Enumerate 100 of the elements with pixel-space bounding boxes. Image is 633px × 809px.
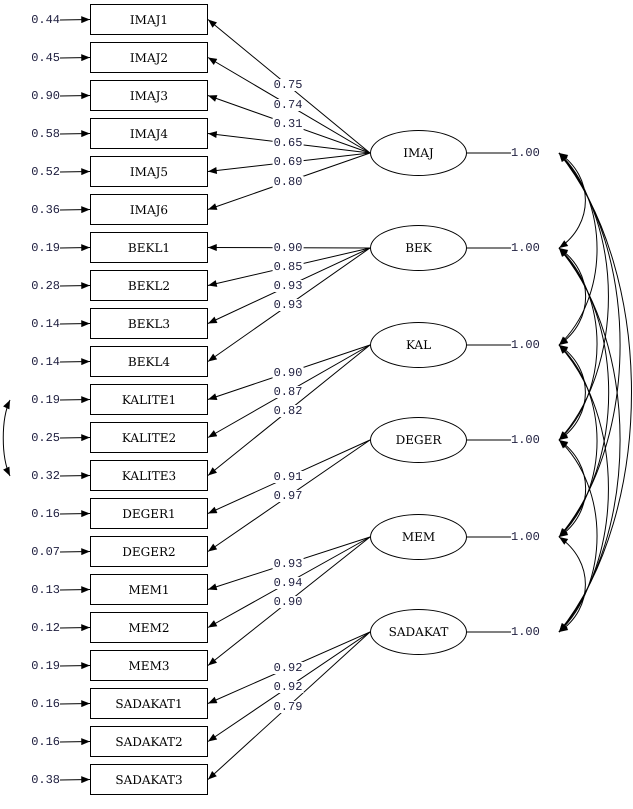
indicator-box: MEM1 (90, 574, 208, 605)
arrow (60, 244, 90, 252)
variance-value: 1.00 (511, 529, 557, 545)
latent-variable-ellipse: DEGER (370, 417, 467, 463)
error-variance-value: 0.19 (12, 658, 60, 674)
indicator-box: MEM2 (90, 612, 208, 643)
arrow (208, 19, 370, 154)
covariance-arrow (558, 344, 609, 632)
edge-label: 0.94 (272, 576, 304, 589)
latent-variable-ellipse: BEK (370, 225, 467, 271)
arrow (60, 168, 90, 176)
error-variance-value: 0.14 (12, 354, 60, 370)
covariance-arrow (558, 248, 586, 346)
covariance-arrow (558, 152, 586, 248)
error-variance-value: 0.16 (12, 506, 60, 522)
latent-variable-ellipse: SADAKAT (370, 609, 467, 655)
latent-variable-ellipse: IMAJ (370, 130, 467, 176)
edge-label: 0.87 (272, 386, 304, 398)
arrow (60, 54, 90, 62)
indicator-box: IMAJ6 (90, 194, 208, 225)
edge-label: 0.93 (272, 299, 304, 312)
indicator-box: KALITE1 (90, 384, 208, 415)
arrow (60, 206, 90, 214)
covariance-arrow (558, 248, 598, 440)
arrow (60, 396, 90, 404)
indicator-box: IMAJ3 (90, 80, 208, 111)
error-variance-value: 0.19 (12, 240, 60, 256)
error-variance-value: 0.32 (12, 468, 60, 484)
variance-value: 1.00 (511, 145, 557, 161)
arrow (208, 632, 370, 742)
error-variance-value: 0.13 (12, 582, 60, 598)
covariance-arrow (558, 152, 609, 440)
arrow (60, 130, 90, 138)
covariance-arrow (558, 248, 610, 538)
error-variance-value: 0.90 (12, 88, 60, 104)
indicator-box: SADAKAT2 (90, 726, 208, 757)
error-variance-value: 0.25 (12, 430, 60, 446)
covariance-arrow (558, 152, 621, 538)
indicator-box: BEKL2 (90, 270, 208, 301)
edge-label: 0.90 (272, 596, 304, 608)
edge-label: 0.69 (272, 156, 304, 168)
indicator-box: DEGER1 (90, 498, 208, 529)
arrow (208, 57, 370, 154)
latent-variable-ellipse: KAL (370, 322, 467, 368)
indicator-box: SADAKAT3 (90, 764, 208, 795)
indicator-box: IMAJ5 (90, 156, 208, 187)
arrow (208, 248, 370, 362)
arrow (208, 536, 370, 666)
error-variance-value: 0.44 (12, 12, 60, 28)
arrow (60, 624, 90, 632)
edge-label: 0.80 (272, 176, 304, 188)
variance-value: 1.00 (511, 432, 557, 448)
error-variance-value: 0.07 (12, 544, 60, 560)
edge-label: 0.65 (272, 137, 304, 150)
edge-label: 0.93 (272, 558, 304, 570)
covariance-arrow (558, 440, 586, 538)
edge-label: 0.92 (272, 681, 304, 694)
edge-label: 0.90 (272, 366, 304, 379)
edge-label: 0.82 (272, 405, 304, 418)
edge-label: 0.92 (272, 662, 304, 674)
arrow (60, 548, 90, 556)
arrow (60, 700, 90, 708)
covariance-arrow (558, 152, 598, 346)
arrow (60, 16, 90, 24)
indicator-box: IMAJ2 (90, 42, 208, 73)
arrow (208, 632, 370, 780)
covariance-arrow (2, 400, 10, 476)
error-variance-value: 0.16 (12, 696, 60, 712)
arrow (60, 662, 90, 670)
variance-value: 1.00 (511, 337, 557, 353)
arrow (60, 434, 90, 442)
variance-value: 1.00 (511, 624, 557, 640)
error-variance-value: 0.45 (12, 50, 60, 66)
edge-label: 0.93 (272, 280, 304, 292)
indicator-box: IMAJ4 (90, 118, 208, 149)
covariance-arrow (558, 344, 586, 440)
error-variance-value: 0.19 (12, 392, 60, 408)
arrow (208, 440, 370, 552)
error-variance-value: 0.16 (12, 734, 60, 750)
arrow (60, 358, 90, 366)
variance-value: 1.00 (511, 240, 557, 256)
edge-label: 0.31 (272, 118, 304, 130)
error-variance-value: 0.52 (12, 164, 60, 180)
indicator-box: BEKL1 (90, 232, 208, 263)
indicator-box: KALITE2 (90, 422, 208, 453)
error-variance-value: 0.14 (12, 316, 60, 332)
edge-label: 0.75 (272, 79, 304, 92)
arrow (60, 776, 90, 784)
error-variance-value: 0.36 (12, 202, 60, 218)
indicator-box: IMAJ1 (90, 4, 208, 35)
arrow (60, 92, 90, 100)
covariance-arrow (558, 344, 598, 538)
edge-label: 0.90 (272, 242, 304, 254)
error-variance-value: 0.12 (12, 620, 60, 636)
covariance-arrow (558, 248, 621, 632)
arrow (60, 510, 90, 518)
edge-label: 0.85 (272, 260, 304, 273)
arrow (60, 472, 90, 480)
connector-line (466, 344, 512, 346)
arrow (60, 738, 90, 746)
